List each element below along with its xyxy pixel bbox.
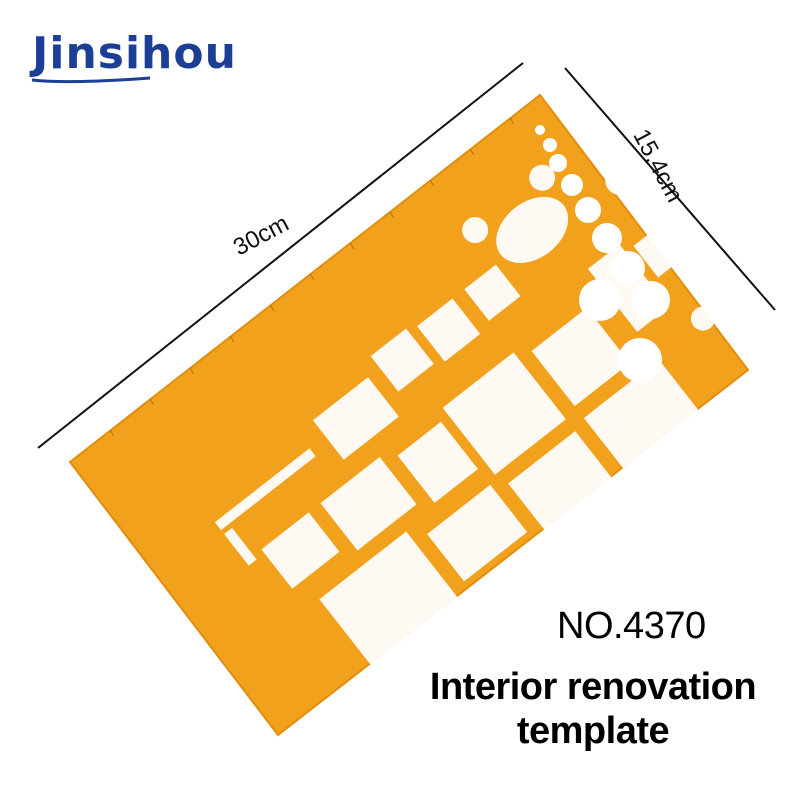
model-number: NO.4370 bbox=[557, 605, 706, 647]
caption-line-2: template bbox=[516, 710, 670, 752]
caption-line-1: Interior renovation bbox=[429, 666, 757, 708]
brand-logo: Jinsihou bbox=[32, 28, 237, 79]
product-caption: Interior renovation template bbox=[428, 665, 758, 753]
brand-underline bbox=[31, 76, 151, 84]
height-dimension-line bbox=[564, 67, 776, 311]
width-dimension-line bbox=[37, 62, 524, 449]
stencil-ruler bbox=[68, 93, 750, 737]
